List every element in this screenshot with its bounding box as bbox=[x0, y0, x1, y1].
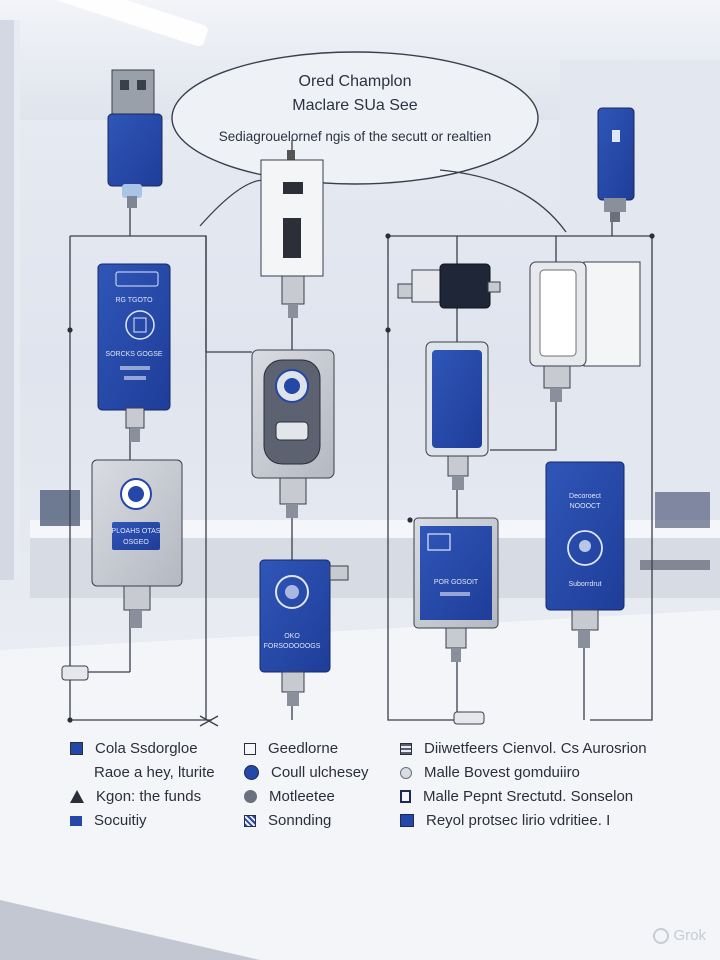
title-line-3: Sediagrouelornef ngis of the secutt or r… bbox=[218, 129, 492, 144]
square-blue-icon bbox=[70, 742, 83, 755]
square-solid-blue-icon bbox=[70, 815, 82, 826]
center-reader-device bbox=[251, 349, 335, 518]
legend-label: Socuitiy bbox=[94, 812, 147, 829]
device-label: OSGEO bbox=[123, 539, 149, 546]
legend-label: Malle Pepnt Srectutd. Sonselon bbox=[423, 788, 634, 805]
legend-item: Malle Pepnt Srectutd. Sonselon bbox=[400, 788, 633, 805]
legend-item: Diiwetfeers Cienvol. Cs Aurosrion bbox=[400, 740, 647, 757]
circle-outline-icon bbox=[400, 766, 412, 779]
watermark-text: Grok bbox=[673, 927, 706, 944]
white-case-device bbox=[529, 261, 641, 402]
device-label: POR GOSOIT bbox=[434, 579, 479, 586]
legend: Cola Ssdorgloe Raoe a hey, lturite Kgon:… bbox=[0, 738, 720, 838]
legend-label: Raoe a hey, lturite bbox=[94, 764, 215, 781]
legend-label: Motleetee bbox=[269, 788, 335, 805]
legend-label: Reyol protsec lirio vdritiee. I bbox=[426, 812, 611, 829]
title-bubble: Ored Champlon Maclare SUa See Sediagroue… bbox=[174, 52, 536, 184]
legend-label: Cola Ssdorgloe bbox=[95, 740, 198, 757]
device-label: NOOOCT bbox=[570, 503, 601, 510]
legend-label: Diiwetfeers Cienvol. Cs Aurosrion bbox=[424, 740, 647, 757]
triangle-outline-icon bbox=[70, 790, 84, 803]
square-hatched-icon bbox=[244, 814, 256, 827]
legend-item: Motleetee bbox=[244, 788, 335, 805]
legend-item: Malle Bovest gomduiiro bbox=[400, 764, 580, 781]
device-label: FORSOOOOOGS bbox=[264, 643, 321, 650]
legend-label: Geedlorne bbox=[268, 740, 339, 757]
title-bubble-shape bbox=[171, 51, 539, 185]
device-label: SORCKS GOGSE bbox=[105, 351, 163, 358]
device-label: RG TGOTO bbox=[115, 297, 153, 304]
circle-grey-icon bbox=[244, 790, 257, 803]
usb-stick-device bbox=[107, 69, 163, 208]
white-switch-device bbox=[260, 150, 324, 318]
watermark: Grok bbox=[653, 927, 706, 944]
device-label: Suborrdrut bbox=[568, 581, 601, 588]
bottom-plugs bbox=[61, 665, 485, 725]
legend-item: Coull ulchesey bbox=[244, 764, 369, 781]
blue-card-device bbox=[425, 341, 489, 490]
center-bottom-blue-device: OKO FORSOOOOOGS bbox=[259, 559, 349, 706]
square-outline-icon bbox=[244, 742, 256, 755]
grok-logo-icon bbox=[653, 927, 670, 944]
square-small-blue-icon bbox=[400, 814, 414, 827]
grey-panel-device: PLOAHS OTAS OSGEO bbox=[91, 459, 183, 628]
square-outline-dark-icon bbox=[400, 790, 411, 803]
title-line-1: Ored Champlon bbox=[298, 73, 412, 90]
legend-item: Cola Ssdorgloe bbox=[70, 740, 198, 757]
title-line-2: Maclare SUa See bbox=[292, 97, 418, 114]
legend-label: Malle Bovest gomduiiro bbox=[424, 764, 580, 781]
square-grid-icon bbox=[400, 742, 412, 755]
legend-item: Geedlorne bbox=[244, 740, 338, 757]
legend-label: Coull ulchesey bbox=[271, 764, 369, 781]
circle-blue-icon bbox=[244, 765, 259, 780]
usb-blue-top-right-device bbox=[597, 107, 635, 222]
legend-item: Reyol protsec lirio vdritiee. I bbox=[400, 812, 610, 829]
legend-item: Socuitiy bbox=[70, 812, 147, 829]
legend-label: Sonnding bbox=[268, 812, 332, 829]
device-label: PLOAHS OTAS bbox=[112, 528, 161, 535]
tall-right-blue-device: Decoroect NOOOCT Suborrdrut bbox=[545, 461, 625, 648]
device-label: OKO bbox=[284, 633, 300, 640]
legend-item: Raoe a hey, lturite bbox=[94, 764, 215, 781]
blue-tall-module-device: RG TGOTO SORCKS GOGSE bbox=[97, 263, 171, 442]
legend-item: Kgon: the funds bbox=[70, 788, 201, 805]
legend-item: Sonnding bbox=[244, 812, 331, 829]
legend-label: Kgon: the funds bbox=[96, 788, 202, 805]
connector-small-device bbox=[397, 263, 501, 309]
connection-dots bbox=[67, 233, 655, 723]
framed-blue-device: POR GOSOIT bbox=[413, 517, 499, 662]
device-label: Decoroect bbox=[569, 493, 601, 500]
